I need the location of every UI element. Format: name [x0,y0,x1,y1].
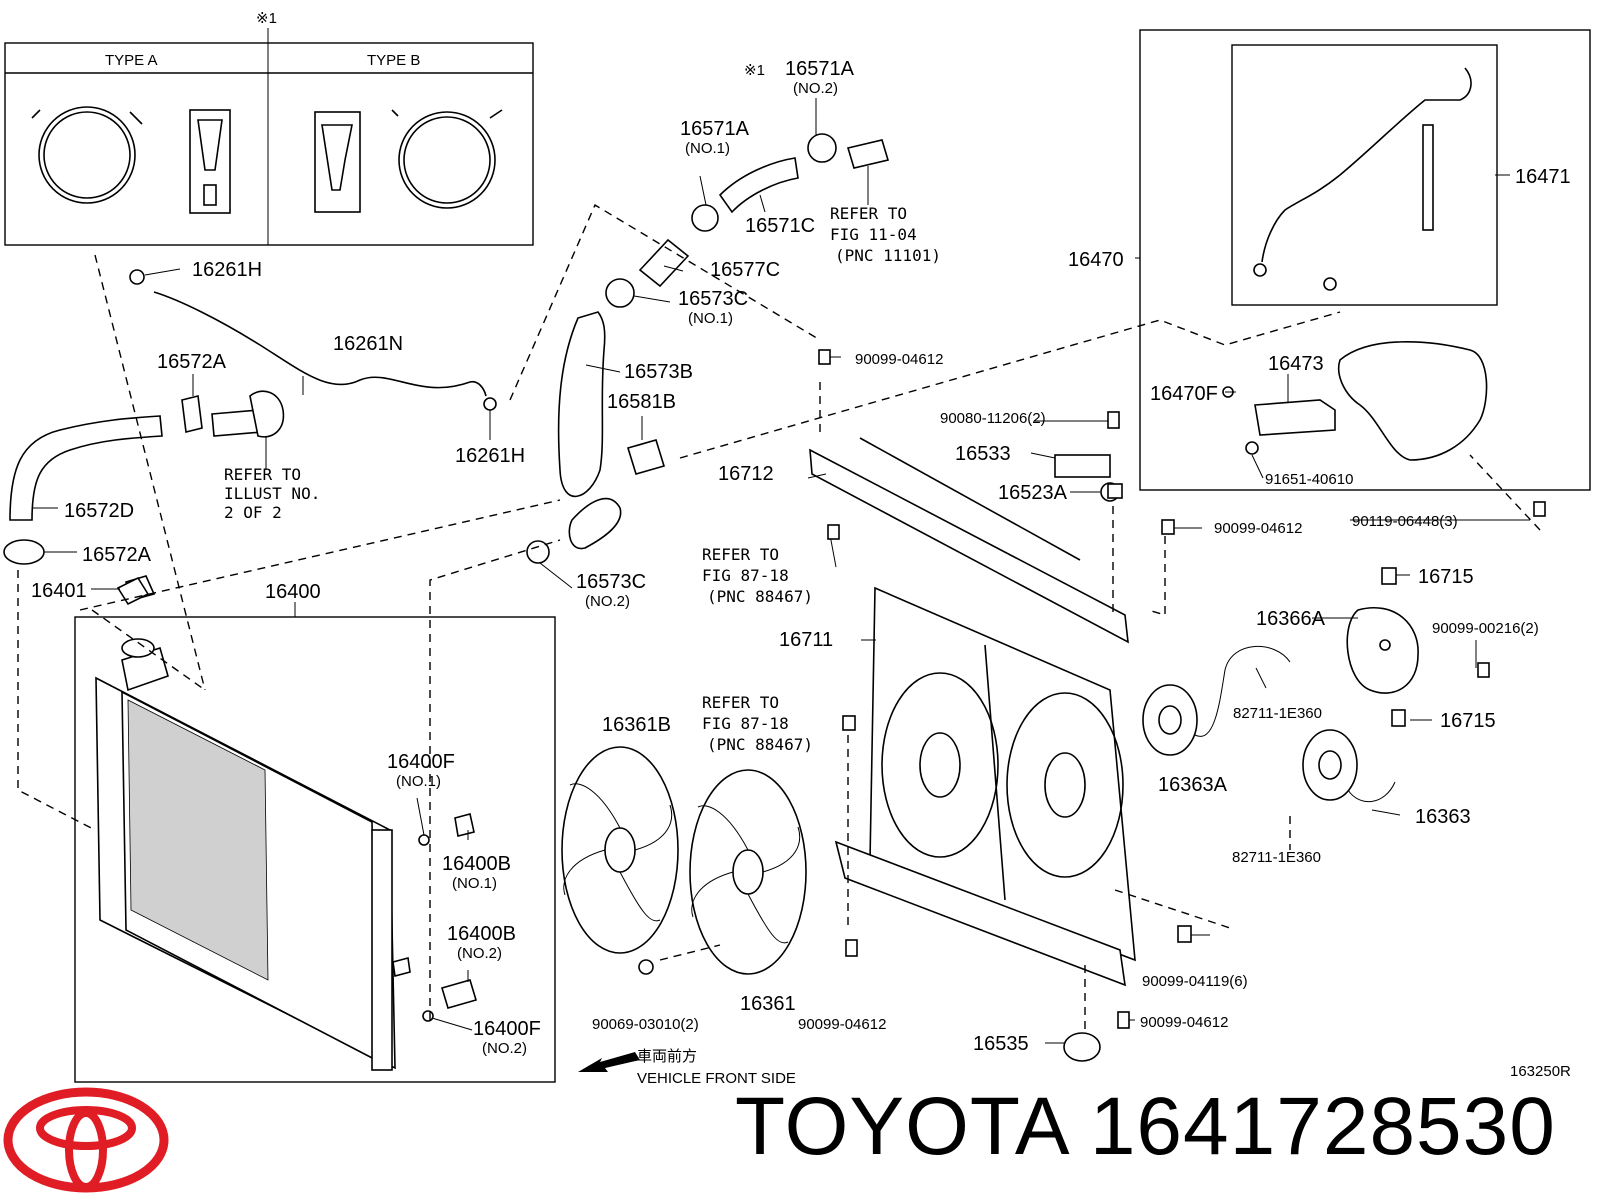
fan-motor-bracket-16366A [1346,607,1419,694]
label-16573C-no2-sub: (NO.2) [585,593,630,610]
refer-illust-line3: 2 OF 2 [224,503,282,522]
label-16261N: 16261N [333,333,403,355]
fan-shroud-16711 [834,586,1136,987]
label-16573C-no1: 16573C [678,288,748,310]
label-90099-04612-right: 90099-04612 [1140,1014,1228,1031]
label-90099-00216: 90099-00216(2) [1432,620,1539,637]
label-16523A: 16523A [998,482,1068,504]
label-16400: 16400 [265,581,321,603]
label-16400F-no2-sub: (NO.2) [482,1040,527,1057]
leader-lines [17,166,1541,1044]
label-16366A: 16366A [1256,608,1326,630]
label-16715-b: 16715 [1440,710,1496,732]
inset-note-mark: ※1 [256,10,277,27]
clamp-type-inset: ※1 TYPE A TYPE B [4,10,534,246]
refer-illust-line2: ILLUST NO. [224,484,320,503]
label-90069-03010: 90069-03010(2) [592,1016,699,1033]
label-16471: 16471 [1515,166,1571,188]
label-16572A: 16572A [82,544,152,566]
label-82711-1E360-a: 82711-1E360 [1233,705,1322,722]
label-16361B: 16361B [602,714,671,736]
radiator-16400 [74,616,556,1083]
label-16573C-no2: 16573C [576,571,646,593]
label-16401: 16401 [31,580,87,602]
support-16712 [809,437,1129,644]
front-side-jp: 車両前方 [637,1048,697,1065]
refer-fig-8718b-line3: (PNC 88467) [707,735,813,754]
fasteners [818,349,1546,1062]
label-16400B-no2: 16400B [447,923,516,945]
fan-16361B [561,746,679,975]
label-16711: 16711 [779,629,833,651]
type-a-clamp [31,106,231,214]
label-16400B-no2-sub: (NO.2) [457,945,502,962]
label-16571A-top: 16571A [785,58,855,80]
refer-illust-line1: REFER TO [224,465,301,484]
label-16572D: 16572D [64,500,134,522]
type-a-label: TYPE A [105,52,158,69]
refer-fig-1104-line2: FIG 11-04 [830,225,917,244]
label-16712: 16712 [718,463,774,485]
radiator-cap-16401 [116,576,150,606]
label-16571A-top-mark: ※1 [744,62,765,79]
type-b-label: TYPE B [367,52,420,69]
refer-fig-1104-line1: REFER TO [830,204,907,223]
figure-code: 163250R [1510,1063,1571,1080]
toyota-logo [3,1087,169,1193]
brand-title: TOYOTA 1641728530 [735,1081,1556,1172]
refer-fig-8718b-line2: FIG 87-18 [702,714,789,733]
label-16473: 16473 [1268,353,1324,375]
label-16400B-no1: 16400B [442,853,511,875]
label-16261H-top: 16261H [192,259,262,281]
radiator-core-grid [127,699,269,981]
refer-fig-1104-line3: (PNC 11101) [835,246,941,265]
label-16400F-no1: 16400F [387,751,455,773]
label-16400F-no2: 16400F [473,1018,541,1040]
label-16363: 16363 [1415,806,1471,828]
fan-motor-16363 [1302,729,1396,803]
label-16400B-no1-sub: (NO.1) [452,875,497,892]
label-16361: 16361 [740,993,796,1015]
label-16400F-no1-sub: (NO.1) [396,773,441,790]
label-91651-40610: 91651-40610 [1265,471,1353,488]
reservoir-group-16470 [1139,29,1591,491]
label-90080-11206: 90080-11206(2) [940,410,1046,427]
refer-fig-8718a-line3: (PNC 88467) [707,587,813,606]
label-90099-04612-bottom: 90099-04612 [798,1016,886,1033]
label-16533: 16533 [955,443,1011,465]
label-16363A: 16363A [1158,774,1228,796]
label-16581B: 16581B [607,391,676,413]
front-side-en: VEHICLE FRONT SIDE [637,1070,796,1087]
label-16715-a: 16715 [1418,566,1474,588]
refer-fig-8718a-line1: REFER TO [702,545,779,564]
label-16577C: 16577C [710,259,780,281]
label-90099-04119: 90099-04119(6) [1142,973,1248,990]
label-16573B: 16573B [624,361,693,383]
refer-fig-8718b-line1: REFER TO [702,693,779,712]
label-90099-04612-mid: 90099-04612 [1214,520,1302,537]
label-16571A-top-sub: (NO.2) [793,80,838,97]
label-16535: 16535 [973,1033,1029,1055]
label-16571A: 16571A [680,118,750,140]
label-16261H: 16261H [455,445,525,467]
label-16573C-no1-sub: (NO.1) [688,310,733,327]
vehicle-front-arrow [578,1052,640,1072]
label-16571C: 16571C [745,215,815,237]
type-b-clamp [314,109,503,213]
label-90099-04612-top: 90099-04612 [855,351,943,368]
fan-motor-16363A [1142,645,1291,756]
part-labels: ※1 16571A (NO.2) 16571A (NO.1) 16571C RE… [31,58,1571,1087]
label-82711-1E360-b: 82711-1E360 [1232,849,1321,866]
label-16572A-top: 16572A [157,351,227,373]
label-16571A-sub: (NO.1) [685,140,730,157]
refer-fig-8718a-line2: FIG 87-18 [702,566,789,585]
label-16470F: 16470F [1150,383,1218,405]
fan-16361 [689,769,807,975]
label-16470: 16470 [1068,249,1124,271]
upper-hoses [3,98,890,601]
label-90119-06448: 90119-06448(3) [1352,513,1458,530]
